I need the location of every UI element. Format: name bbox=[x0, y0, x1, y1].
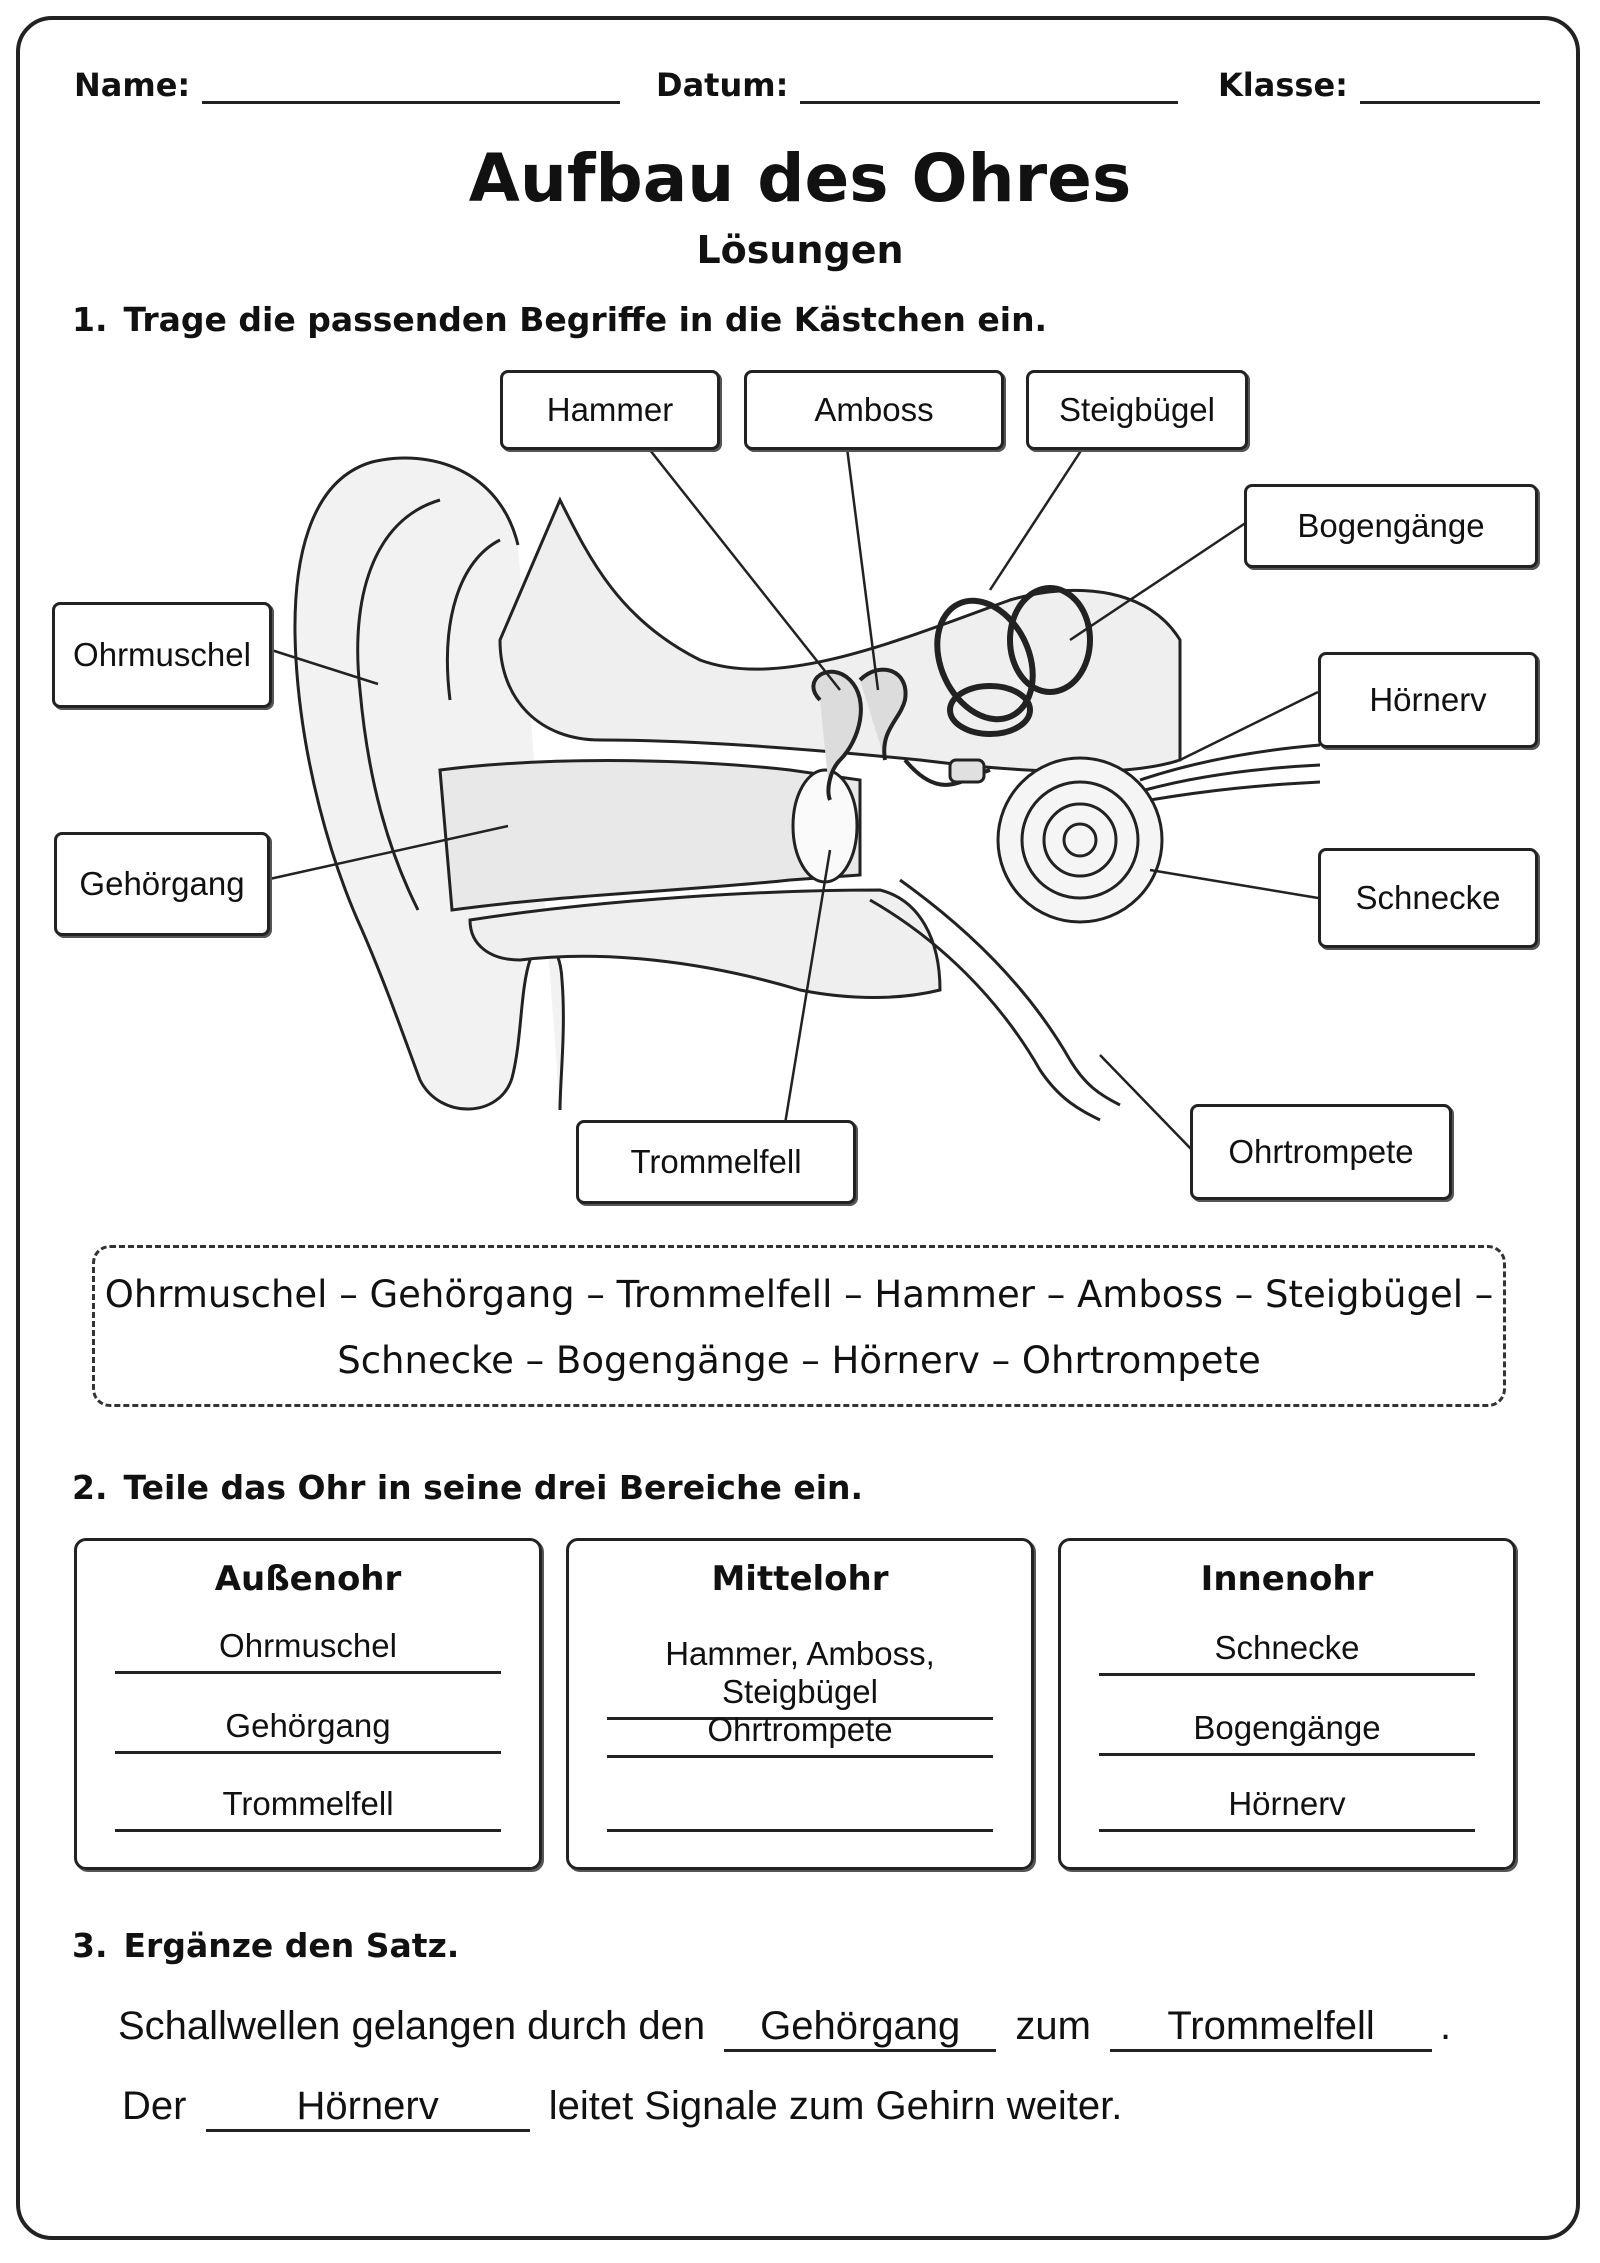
word-bank-line-1: Ohrmuschel – Gehörgang – Trommelfell – H… bbox=[104, 1273, 1494, 1316]
label-bogengaenge[interactable]: Bogengänge bbox=[1244, 484, 1538, 568]
anvil-shape bbox=[858, 667, 908, 761]
task3-heading: 3. Ergänze den Satz. bbox=[72, 1926, 459, 1965]
task1-number: 1. bbox=[72, 300, 108, 339]
blank-trommelfell[interactable]: Trommelfell bbox=[1110, 2004, 1433, 2052]
name-input-line[interactable] bbox=[202, 75, 621, 104]
label-gehoergang[interactable]: Gehörgang bbox=[54, 832, 270, 936]
date-input-line[interactable] bbox=[800, 75, 1179, 104]
date-field: Datum: bbox=[656, 66, 1179, 104]
task1-heading: 1. Trage die passenden Begriffe in die Kä… bbox=[72, 300, 1047, 339]
label-ohrmuschel[interactable]: Ohrmuschel bbox=[52, 602, 272, 708]
answer-line[interactable]: Trommelfell bbox=[115, 1785, 501, 1832]
sentence-1-part-2: zum bbox=[1015, 2004, 1091, 2048]
ear-diagram bbox=[264, 439, 1321, 1151]
label-hoernerv[interactable]: Hörnerv bbox=[1318, 652, 1538, 748]
label-trommelfell[interactable]: Trommelfell bbox=[576, 1120, 856, 1204]
column-heading: Innenohr bbox=[1200, 1559, 1374, 1599]
label-schnecke[interactable]: Schnecke bbox=[1318, 848, 1538, 948]
column-innenohr: Innenohr Schnecke Bogengänge Hörnerv bbox=[1058, 1538, 1516, 1870]
answer-line[interactable]: Hammer, Amboss, Steigbügel bbox=[607, 1635, 993, 1720]
sentence-1-part-1: Schallwellen gelangen durch den bbox=[118, 2004, 706, 2048]
blank-gehoergang[interactable]: Gehörgang bbox=[724, 2004, 997, 2052]
date-label: Datum: bbox=[656, 66, 789, 104]
name-label: Name: bbox=[74, 66, 191, 104]
label-amboss[interactable]: Amboss bbox=[744, 370, 1004, 450]
word-bank: Ohrmuschel – Gehörgang – Trommelfell – H… bbox=[92, 1245, 1506, 1407]
answer-line[interactable]: Bogengänge bbox=[1099, 1709, 1475, 1756]
canal-3 bbox=[947, 683, 1033, 737]
worksheet-frame bbox=[16, 16, 1580, 2240]
word-bank-line-2: Schnecke – Bogengänge – Hörnerv – Ohrtro… bbox=[337, 1339, 1261, 1382]
hammer-shape bbox=[811, 669, 863, 801]
label-steigbuegel[interactable]: Steigbügel bbox=[1026, 370, 1248, 450]
task2-heading: 2. Teile das Ohr in seine drei Bereiche e… bbox=[72, 1468, 863, 1507]
answer-line[interactable]: Ohrtrompete bbox=[607, 1711, 993, 1758]
answer-line[interactable]: Ohrmuschel bbox=[115, 1627, 501, 1674]
ear-canal-shape bbox=[438, 759, 862, 912]
column-mittelohr: Mittelohr Hammer, Amboss, Steigbügel Ohr… bbox=[566, 1538, 1034, 1870]
sentence-2-part-2: leitet Signale zum Gehirn weiter. bbox=[548, 2084, 1123, 2128]
label-ohrtrompete[interactable]: Ohrtrompete bbox=[1190, 1104, 1452, 1200]
page-title: Aufbau des Ohres bbox=[468, 140, 1132, 217]
bone-lower bbox=[468, 888, 942, 999]
task2-text: Teile das Ohr in seine drei Bereiche ein… bbox=[123, 1468, 864, 1507]
leader-lines bbox=[264, 439, 1319, 1151]
canal-1 bbox=[934, 597, 1036, 723]
label-hammer[interactable]: Hammer bbox=[500, 370, 720, 450]
class-field: Klasse: bbox=[1218, 66, 1540, 104]
column-heading: Mittelohr bbox=[711, 1559, 889, 1599]
eardrum-shape bbox=[791, 768, 859, 884]
blank-hoernerv[interactable]: Hörnerv bbox=[205, 2084, 530, 2132]
task1-text: Trage die passenden Begriffe in die Käst… bbox=[123, 300, 1048, 339]
eustachian-tube-shape bbox=[869, 878, 1121, 1122]
sentence-1: Schallwellen gelangen durch den Gehörgan… bbox=[118, 2004, 1451, 2052]
sentence-1-end: . bbox=[1440, 2004, 1452, 2048]
class-label: Klasse: bbox=[1218, 66, 1348, 104]
answer-line[interactable]: Gehörgang bbox=[115, 1707, 501, 1754]
answer-line[interactable]: Hörnerv bbox=[1099, 1785, 1475, 1832]
sentence-2-part-1: Der bbox=[122, 2084, 187, 2128]
sentence-2: Der Hörnerv leitet Signale zum Gehirn we… bbox=[122, 2084, 1122, 2132]
canal-2 bbox=[1007, 585, 1093, 695]
column-heading: Außenohr bbox=[214, 1559, 402, 1599]
page-subtitle: Lösungen bbox=[696, 228, 904, 272]
task2-number: 2. bbox=[72, 1468, 108, 1507]
column-aussenohr: Außenohr Ohrmuschel Gehörgang Trommelfel… bbox=[74, 1538, 542, 1870]
name-field: Name: bbox=[74, 66, 621, 104]
task3-text: Ergänze den Satz. bbox=[123, 1926, 460, 1965]
nerve-shape bbox=[1139, 743, 1321, 802]
answer-line[interactable] bbox=[607, 1785, 993, 1832]
answer-line[interactable]: Schnecke bbox=[1099, 1629, 1475, 1676]
class-input-line[interactable] bbox=[1359, 75, 1540, 104]
task3-number: 3. bbox=[72, 1926, 108, 1965]
